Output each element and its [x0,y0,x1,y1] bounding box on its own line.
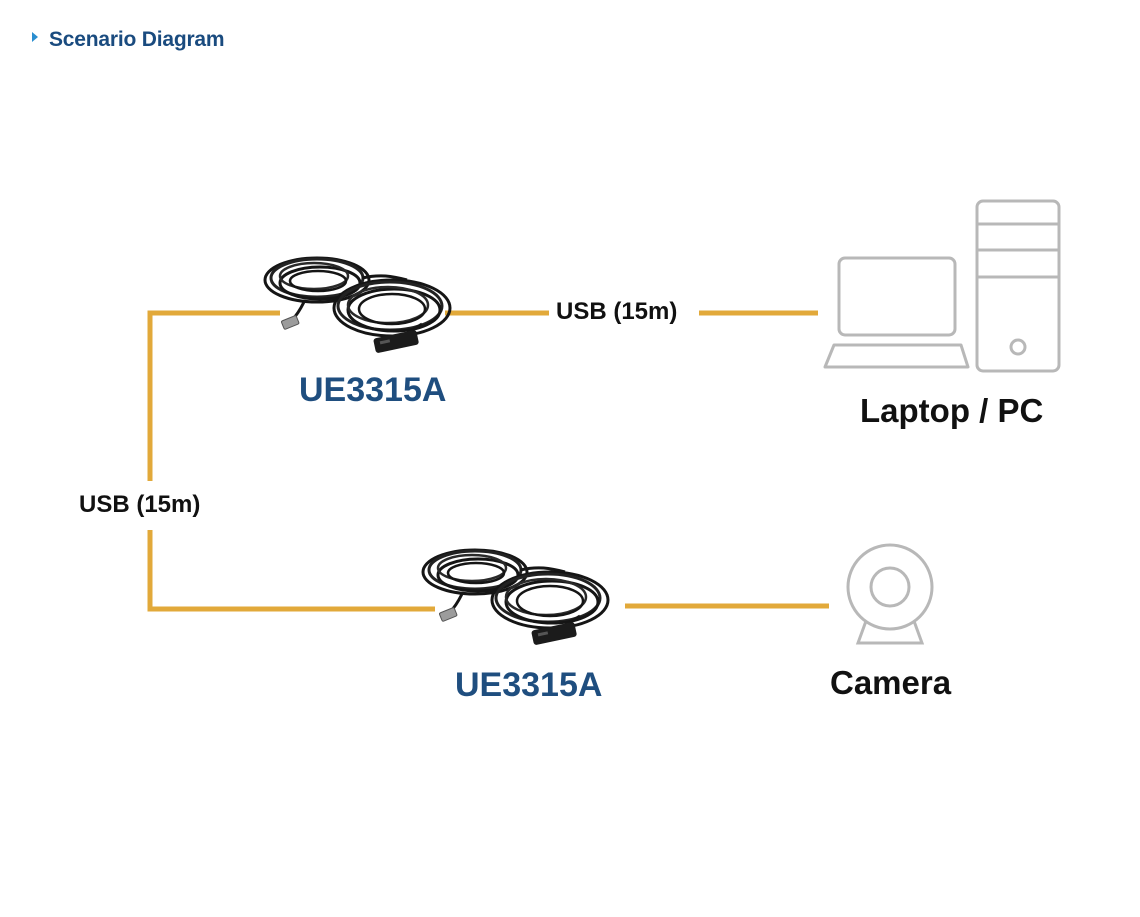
section-title: Scenario Diagram [49,28,225,51]
connection-label-top: USB (15m) [556,298,678,325]
laptop-icon [823,256,970,369]
extender-model-label-top: UE3315A [299,371,447,409]
extender-model-label-bottom: UE3315A [455,666,603,704]
desktop-tower-icon [975,199,1061,373]
cable-top-left [147,310,280,481]
triangle-bullet-icon [32,32,38,42]
cable-left-bottom [147,530,435,612]
device-label-camera: Camera [830,664,952,701]
section-header: Scenario Diagram [32,28,225,52]
connection-label-left: USB (15m) [79,491,201,518]
webcam-icon [846,543,934,645]
usb-extender-cable-icon [263,256,452,355]
usb-extender-cable-icon [421,548,610,647]
device-label-computer: Laptop / PC [860,392,1044,429]
usb-cable-lines [147,310,829,612]
